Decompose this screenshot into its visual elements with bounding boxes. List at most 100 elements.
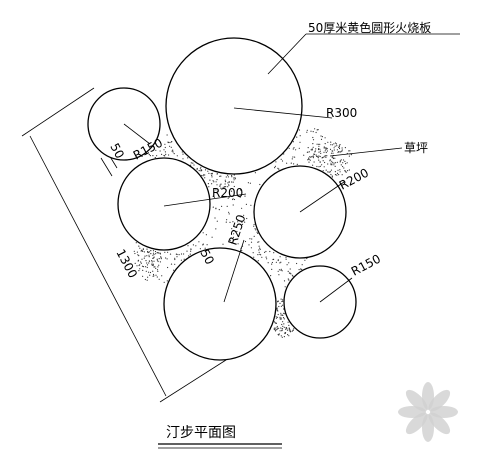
- lawn-dot: [312, 143, 314, 145]
- lawn-dot: [348, 150, 350, 152]
- lawn-dot: [313, 161, 315, 163]
- lawn-dot: [318, 166, 320, 168]
- lawn-dot: [289, 330, 291, 332]
- lawn-dot: [335, 143, 338, 145]
- lawn-dot: [296, 262, 298, 265]
- lawn-dot: [276, 329, 278, 331]
- lawn-dot: [204, 177, 206, 179]
- lawn-dot: [258, 241, 260, 243]
- flower-icon: [398, 382, 458, 442]
- lawn-dot: [172, 149, 174, 151]
- lawn-dot: [327, 141, 329, 143]
- lawn-dot: [321, 157, 323, 159]
- lawn-dot: [215, 181, 217, 183]
- lawn-dot: [342, 159, 345, 161]
- lawn-dot: [326, 148, 328, 150]
- lawn-dot: [281, 329, 283, 331]
- lawn-dot: [243, 214, 245, 216]
- stone-r300: [165, 37, 303, 175]
- lawn-dot: [327, 163, 329, 165]
- lawn-dot: [279, 302, 281, 304]
- lawn-dot: [195, 245, 197, 247]
- lawn-dot: [202, 175, 204, 177]
- lawn-dot: [153, 253, 155, 256]
- lawn-dot: [270, 275, 272, 277]
- lawn-dot: [257, 232, 259, 234]
- lawn-dot: [330, 144, 332, 146]
- lawn-dot: [148, 251, 150, 253]
- lawn-dot: [138, 264, 140, 267]
- lawn-dot: [277, 328, 279, 330]
- lawn-dot: [317, 156, 319, 158]
- lawn-dot: [323, 147, 325, 149]
- lawn-dot: [275, 322, 277, 324]
- lawn-dot: [331, 164, 333, 166]
- lawn-dot: [230, 190, 233, 192]
- lawn-dot: [253, 223, 255, 226]
- lawn-dot: [298, 269, 300, 271]
- lawn-dot: [233, 185, 235, 188]
- lawn-dot: [208, 172, 210, 174]
- lawn-dot: [240, 189, 242, 191]
- lawn-dot: [255, 229, 257, 231]
- lawn-dot: [227, 176, 229, 178]
- lawn-dot: [164, 146, 166, 149]
- lawn-dot: [151, 263, 153, 265]
- lawn-dot: [331, 150, 333, 152]
- lawn-dot: [315, 154, 317, 156]
- lawn-dot: [344, 170, 346, 172]
- lawn-dot: [308, 161, 310, 163]
- lawn-dot: [164, 155, 166, 157]
- lawn-dot: [292, 329, 294, 331]
- label-r150-lower: R150: [349, 252, 383, 279]
- lawn-dot: [325, 156, 327, 158]
- lawn-dot: [330, 141, 332, 143]
- lawn-dot: [299, 141, 301, 143]
- lawn-dot: [163, 149, 165, 151]
- lawn-dot: [241, 221, 243, 223]
- lawn-dot: [277, 313, 279, 316]
- lawn-dot: [279, 318, 281, 320]
- lawn-dot: [277, 300, 279, 302]
- lawn-dot: [318, 143, 320, 145]
- lawn-dot: [273, 252, 275, 254]
- lawn-dot: [143, 257, 145, 259]
- lawn-dot: [225, 221, 227, 223]
- lawn-dot: [323, 146, 325, 148]
- lawn-dot: [328, 171, 330, 173]
- lawn-dot: [246, 217, 248, 220]
- lawn-dot: [285, 257, 287, 259]
- lawn-dot: [280, 317, 282, 319]
- lawn-dot: [329, 171, 331, 173]
- lawn-dot: [140, 250, 142, 252]
- lawn-dot: [164, 251, 166, 253]
- lawn-dot: [330, 152, 333, 154]
- lawn-dot: [278, 274, 280, 276]
- lawn-dot: [321, 136, 323, 138]
- lawn-dot: [332, 152, 334, 154]
- lawn-dot: [160, 258, 162, 260]
- lawn-dot: [151, 264, 153, 266]
- lawn-dot: [253, 235, 255, 237]
- lawn-dot: [141, 265, 144, 267]
- lawn-dot: [274, 330, 277, 332]
- lawn-dot: [227, 174, 229, 176]
- lawn-dot: [220, 183, 222, 185]
- lawn-dot: [280, 318, 282, 320]
- lawn-dot: [288, 147, 290, 149]
- lawn-dot: [333, 164, 335, 166]
- lawn-dot: [146, 248, 148, 250]
- lawn-dot: [265, 256, 267, 258]
- lawn-dot: [150, 250, 152, 252]
- lawn-dot: [249, 238, 251, 240]
- lawn-dot: [158, 278, 160, 280]
- lawn-dot: [259, 248, 261, 250]
- lawn-dot: [234, 177, 236, 179]
- lawn-dot: [281, 336, 283, 338]
- lawn-dot: [306, 131, 308, 133]
- lawn-dot: [174, 257, 176, 259]
- lawn-dot: [227, 197, 229, 199]
- lawn-dot: [324, 155, 326, 157]
- lawn-dot: [152, 263, 154, 265]
- lawn-dot: [324, 147, 327, 149]
